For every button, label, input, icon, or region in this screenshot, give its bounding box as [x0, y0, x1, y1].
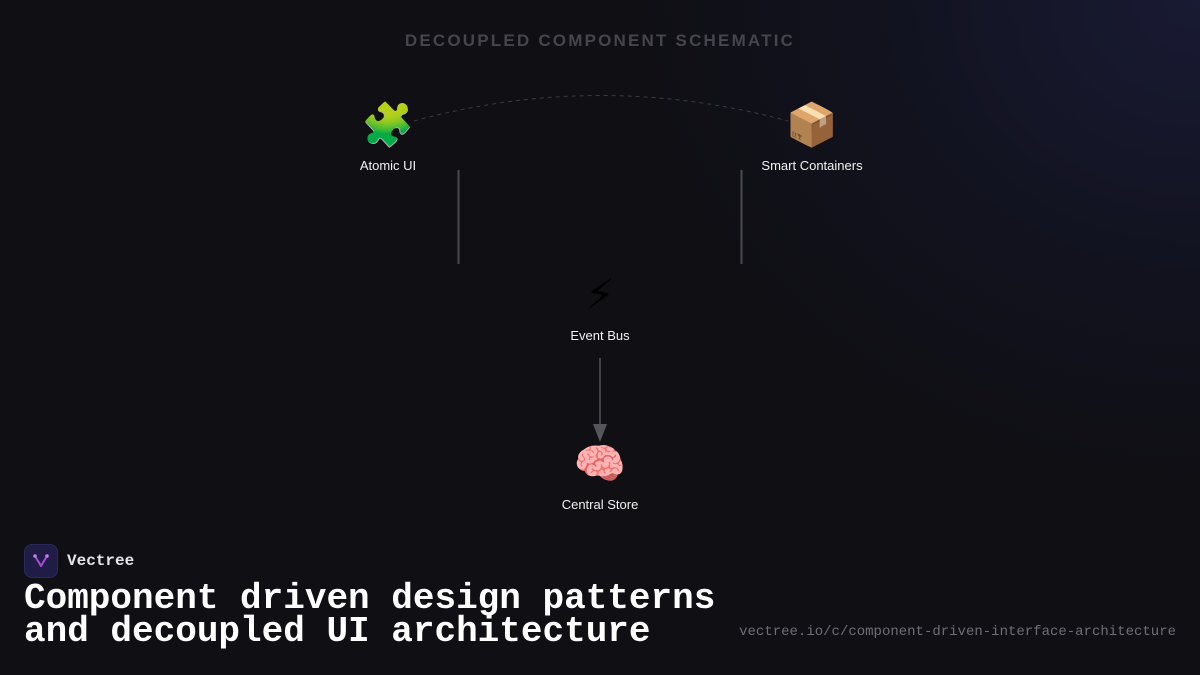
- node-label: Event Bus: [570, 328, 630, 343]
- headline: Component driven design patterns and dec…: [24, 578, 716, 652]
- brand: Vectree: [24, 544, 134, 578]
- source-url[interactable]: vectree.io/c/component-driven-interface-…: [739, 624, 1176, 640]
- brand-name: Vectree: [67, 552, 135, 570]
- brain-icon: 🧠: [573, 439, 627, 488]
- node-central-store: 🧠 Central Store: [510, 439, 690, 512]
- node-label: Atomic UI: [359, 158, 417, 173]
- puzzle-piece-icon: 🧩: [361, 100, 415, 149]
- node-atomic-ui: 🧩 Atomic UI: [298, 100, 478, 173]
- node-label: Smart Containers: [761, 158, 863, 173]
- node-smart-containers: 📦 Smart Containers: [722, 100, 902, 173]
- dashed-arc-atomic-to-containers: [413, 95, 789, 122]
- node-event-bus: ⚡ Event Bus: [510, 270, 690, 343]
- package-box-icon: 📦: [785, 100, 839, 149]
- node-label: Central Store: [561, 497, 639, 512]
- lightning-bolt-icon: ⚡: [585, 270, 615, 319]
- vectree-branch-icon: [24, 544, 58, 578]
- schematic-title: DECOUPLED COMPONENT SCHEMATIC: [404, 31, 796, 50]
- arrowhead-icon: [593, 424, 607, 442]
